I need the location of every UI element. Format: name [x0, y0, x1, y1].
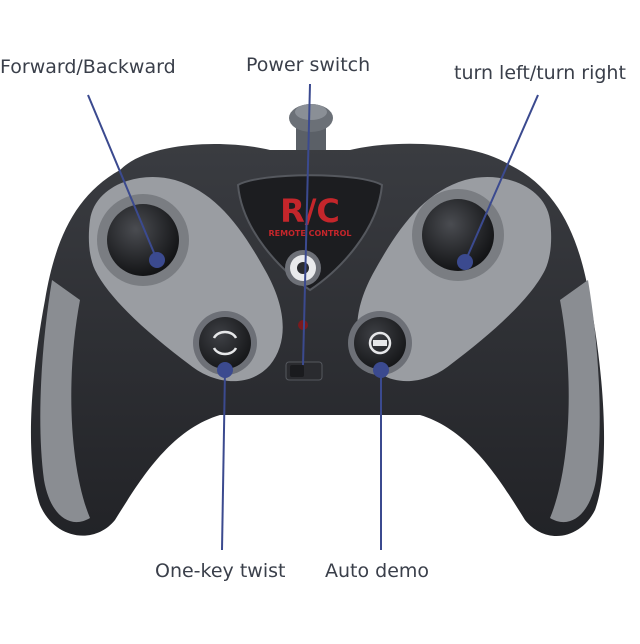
leader-turn — [464, 94, 539, 263]
demo-icon — [368, 331, 392, 355]
rc-badge — [236, 174, 384, 292]
power-switch[interactable] — [285, 361, 323, 381]
label-power-switch: Power switch — [246, 54, 371, 76]
leader-forward-backward — [87, 94, 158, 261]
right-joystick[interactable] — [412, 189, 504, 281]
joystick-icon[interactable] — [422, 199, 494, 271]
left-joystick[interactable] — [97, 194, 189, 286]
twist-icon — [212, 330, 238, 356]
left-grip — [40, 280, 90, 523]
right-grip — [550, 280, 600, 523]
rc-subtitle: REMOTE CONTROL — [269, 229, 352, 238]
marker-turn — [457, 254, 473, 270]
label-turn: turn left/turn right — [454, 62, 626, 84]
marker-twist — [217, 362, 233, 378]
label-forward-backward: Forward/Backward — [0, 56, 176, 78]
antenna-icon — [289, 104, 333, 158]
markers — [149, 252, 473, 378]
label-demo: Auto demo — [325, 560, 430, 582]
marker-forward-backward — [149, 252, 165, 268]
joystick-icon[interactable] — [107, 204, 179, 276]
leader-twist — [221, 369, 226, 551]
auto-demo-button[interactable] — [348, 311, 412, 375]
one-key-twist-button[interactable] — [193, 311, 257, 375]
label-twist: One-key twist — [155, 560, 286, 582]
power-knob-icon[interactable] — [285, 250, 321, 286]
rc-logo: R/C — [280, 192, 340, 230]
leader-lines — [87, 83, 539, 551]
marker-demo — [373, 362, 389, 378]
leader-power-switch — [302, 83, 311, 366]
